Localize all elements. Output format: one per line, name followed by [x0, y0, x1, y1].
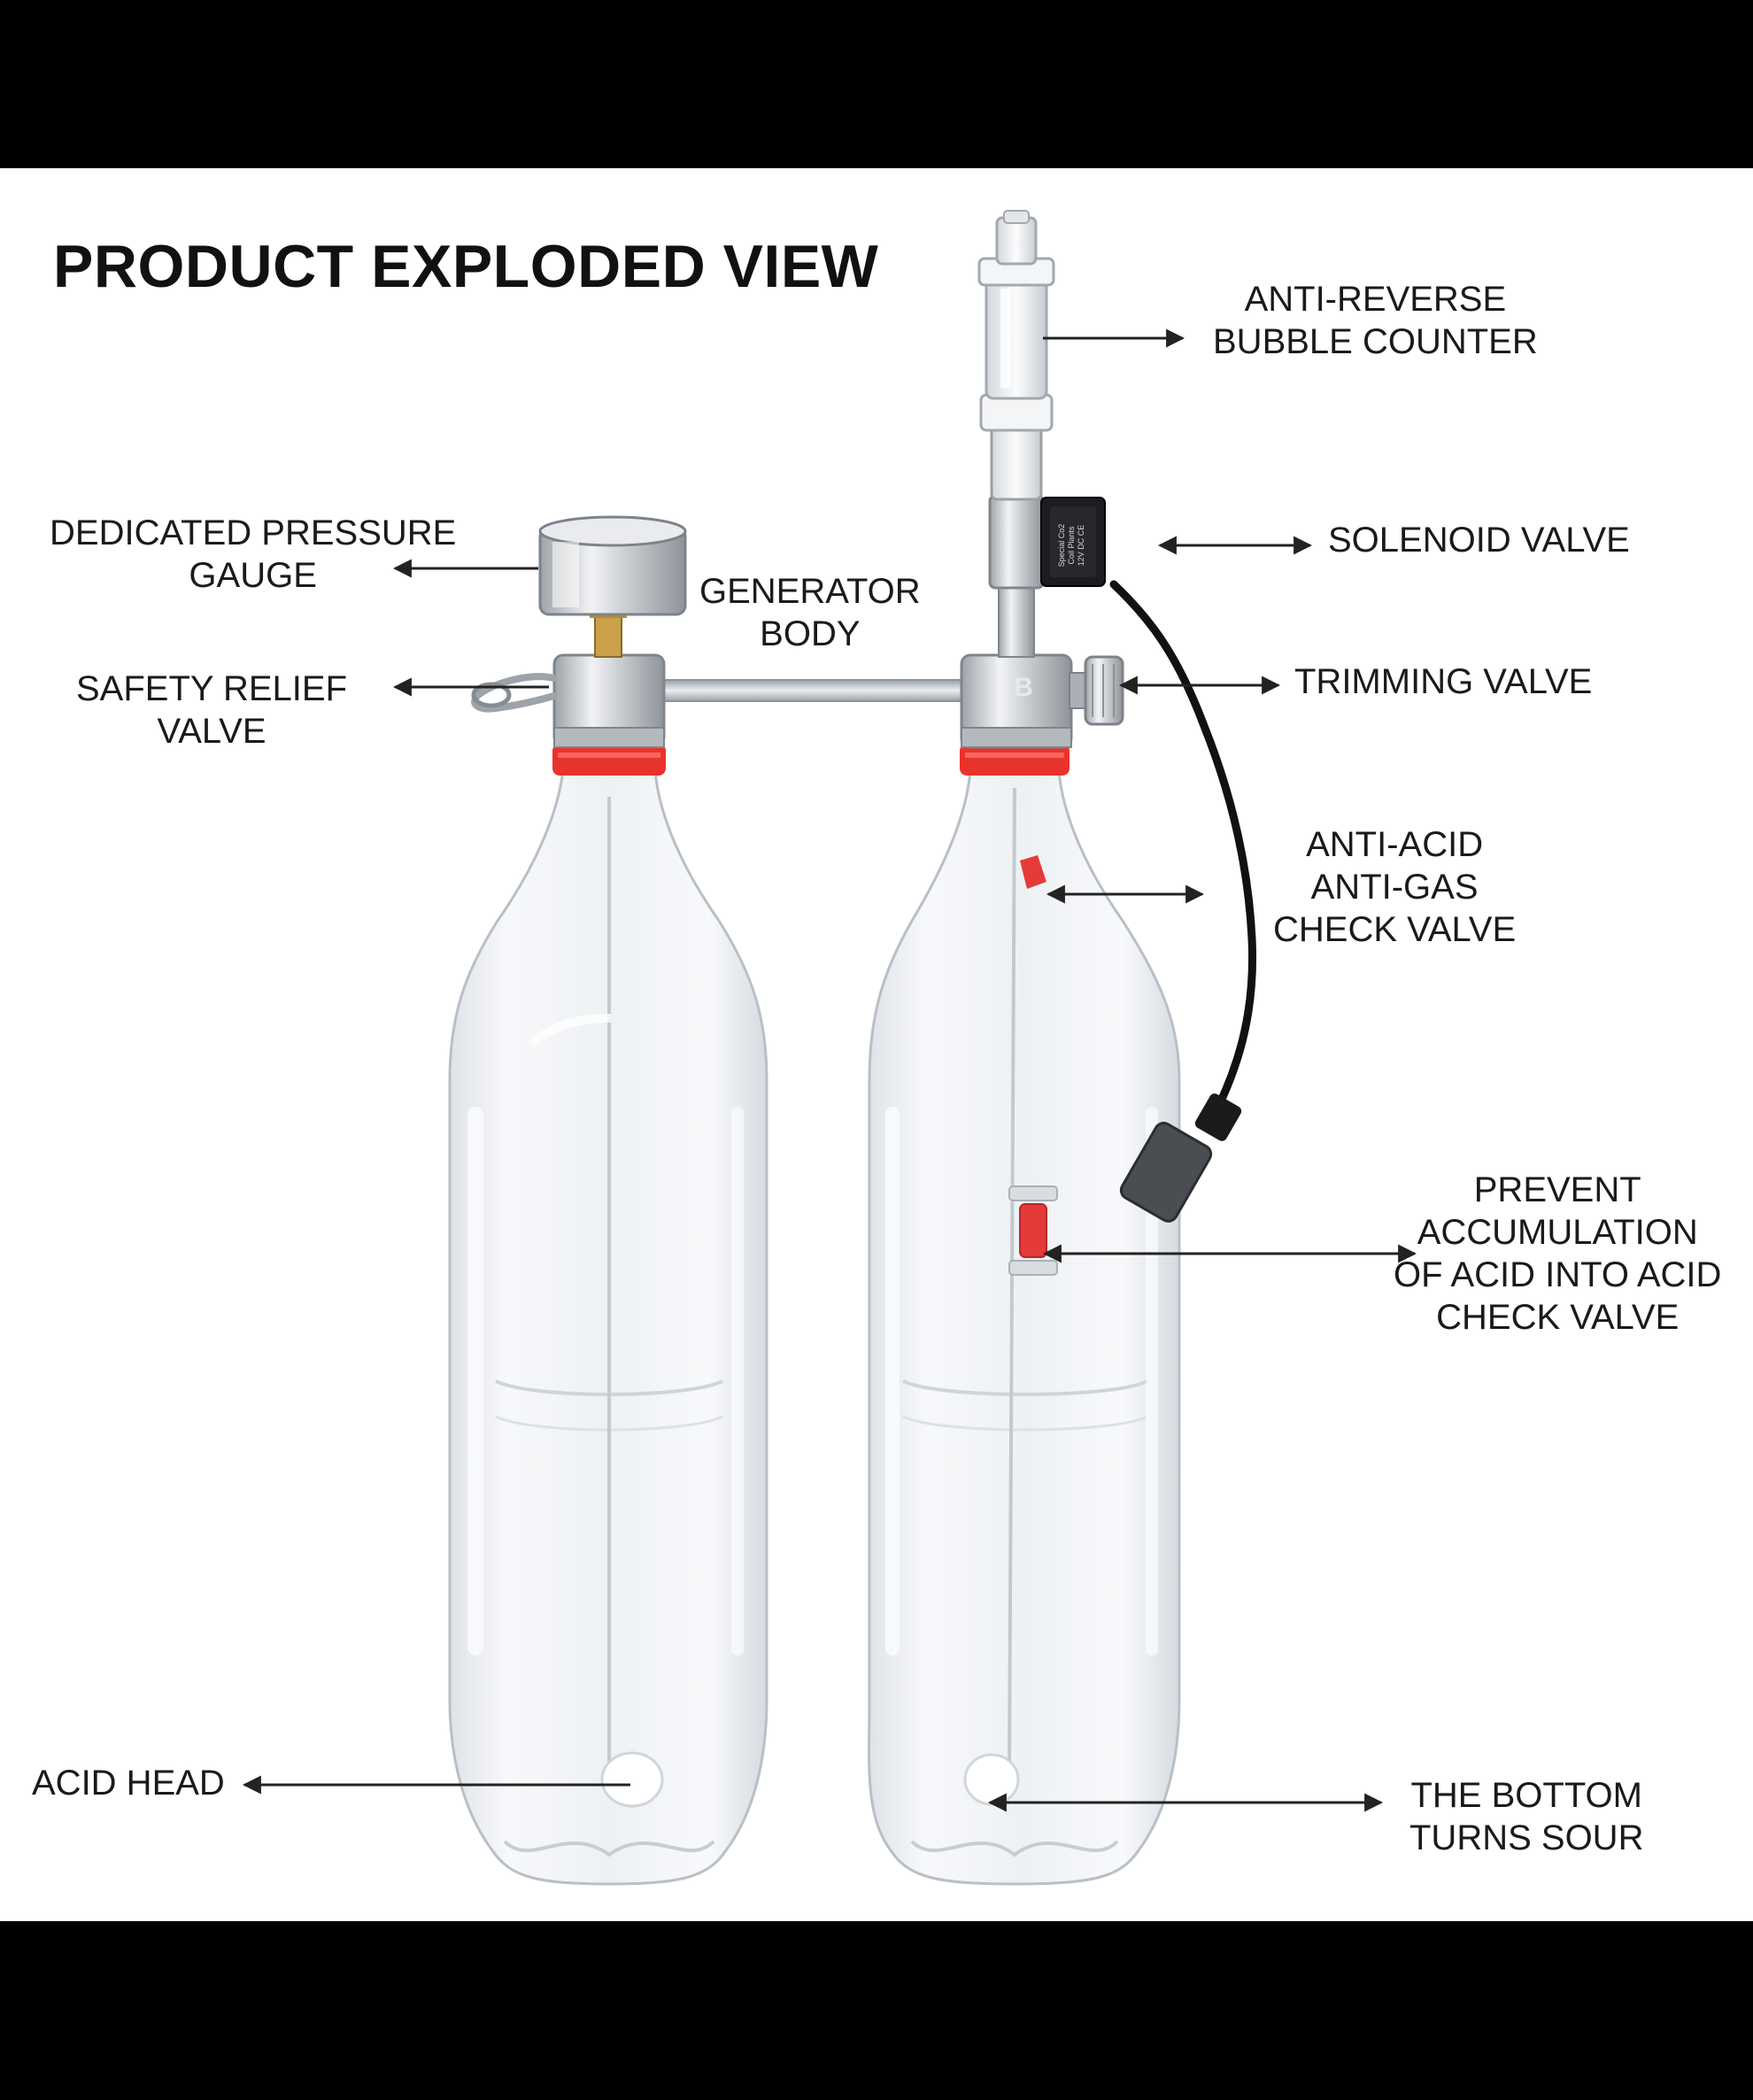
right-bottle	[868, 744, 1181, 1886]
label-safety-relief-valve: SAFETY RELIEF VALVE	[76, 668, 347, 753]
label-trimming-valve: TRIMMING VALVE	[1294, 660, 1592, 703]
label-line: CHECK VALVE	[1436, 1298, 1680, 1337]
label-line: OF ACID INTO ACID	[1394, 1255, 1722, 1294]
solenoid-print: Special Co2 Coil Plants 12V DC CE	[1057, 466, 1086, 625]
page-title: PRODUCT EXPLODED VIEW	[53, 233, 879, 300]
label-dedicated-pressure-gauge: DEDICATED PRESSURE GAUGE	[50, 512, 456, 597]
label-prevent-accumulation: PREVENT ACCUMULATION OF ACID INTO ACID C…	[1394, 1169, 1721, 1339]
top-letterbox-bar	[0, 0, 1753, 168]
label-line: ANTI-GAS	[1310, 868, 1479, 907]
connecting-tube	[654, 679, 977, 702]
label-solenoid-valve: SOLENOID VALVE	[1328, 519, 1630, 561]
label-line: TURNS SOUR	[1409, 1818, 1644, 1857]
label-line: SAFETY RELIEF	[76, 669, 348, 708]
solenoid-print-line: Special Co2	[1057, 523, 1066, 567]
safety-relief-ring	[471, 673, 558, 713]
label-line: ACCUMULATION	[1417, 1213, 1698, 1252]
left-bottle	[448, 744, 768, 1886]
label-line: BODY	[760, 614, 861, 653]
bottom-letterbox-bar	[0, 1921, 1753, 2100]
riser-stack	[977, 210, 1055, 658]
label-line: VALVE	[157, 712, 266, 751]
label-line: GAUGE	[189, 556, 317, 595]
trimming-valve-knob	[1069, 655, 1124, 726]
right-cap	[960, 653, 1073, 749]
solenoid-cable	[1109, 580, 1257, 1111]
label-generator-body: GENERATOR BODY	[699, 570, 921, 655]
label-line: CHECK VALVE	[1273, 910, 1517, 949]
label-line: TRIMMING VALVE	[1294, 662, 1593, 701]
cable-plug	[1119, 1093, 1242, 1223]
leader-lines	[242, 328, 1417, 1812]
label-line: GENERATOR	[699, 572, 921, 611]
left-cap	[552, 653, 666, 748]
solenoid-print-line: 12V DC CE	[1077, 524, 1085, 567]
label-line: ANTI-ACID	[1306, 825, 1484, 864]
label-line: PREVENT	[1473, 1170, 1641, 1209]
label-acid-head: ACID HEAD	[32, 1762, 225, 1804]
label-line: SOLENOID VALVE	[1328, 521, 1630, 560]
pressure-gauge	[538, 515, 687, 658]
solenoid-print-line: Coil Plants	[1067, 526, 1076, 565]
label-bottom-turns-sour: THE BOTTOM TURNS SOUR	[1409, 1774, 1643, 1859]
solenoid-coil	[1040, 497, 1106, 587]
cap-letter: B	[1014, 673, 1033, 702]
label-anti-acid-anti-gas-check-valve: ANTI-ACID ANTI-GAS CHECK VALVE	[1273, 823, 1516, 951]
label-line: ACID HEAD	[32, 1764, 225, 1803]
label-line: ANTI-REVERSE	[1244, 280, 1507, 319]
label-anti-reverse-bubble-counter: ANTI-REVERSE BUBBLE COUNTER	[1213, 278, 1538, 363]
label-line: BUBBLE COUNTER	[1213, 322, 1538, 361]
label-line: THE BOTTOM	[1410, 1776, 1642, 1815]
label-line: DEDICATED PRESSURE	[50, 513, 457, 552]
